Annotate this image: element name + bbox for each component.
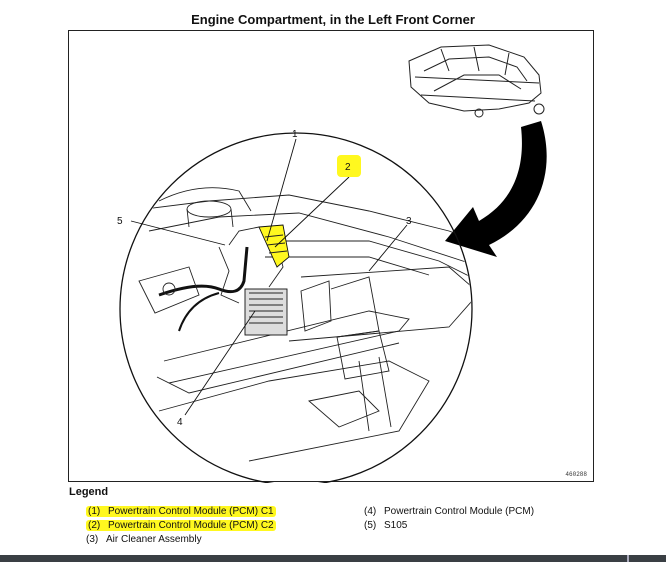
callout-2-highlight: [337, 155, 361, 177]
engine-compartment-illustration: 1 2 3 4 5: [117, 44, 547, 483]
callout-1: 1: [292, 129, 298, 140]
diagram-frame: 1 2 3 4 5 460288: [68, 30, 594, 483]
pointer-arrow: [445, 121, 547, 257]
page-title: Engine Compartment, in the Left Front Co…: [191, 12, 475, 27]
callout-2: 2: [345, 162, 351, 173]
legend-item-2: (2)Powertrain Control Module (PCM) C2: [86, 520, 276, 531]
leader-lines: [130, 138, 408, 416]
figure-id: 460288: [565, 471, 587, 478]
legend-column-right: (4)Powertrain Control Module (PCM) (5)S1…: [364, 505, 534, 533]
callout-4: 4: [177, 417, 183, 428]
legend-column-left: (1)Powertrain Control Module (PCM) C1 (2…: [86, 505, 276, 547]
callout-5: 5: [117, 216, 123, 227]
bottom-bar: [0, 555, 666, 562]
car-body-inset: [408, 44, 545, 118]
legend-heading: Legend: [69, 486, 109, 498]
bottom-bar-divider: [627, 555, 629, 562]
legend-item-5: (5)S105: [364, 520, 408, 531]
legend-item-3: (3)Air Cleaner Assembly: [86, 534, 202, 545]
legend-item-4: (4)Powertrain Control Module (PCM): [364, 506, 535, 517]
legend-item-1: (1)Powertrain Control Module (PCM) C1: [86, 506, 276, 517]
zoom-circle: [119, 132, 473, 483]
callout-3: 3: [406, 216, 412, 227]
